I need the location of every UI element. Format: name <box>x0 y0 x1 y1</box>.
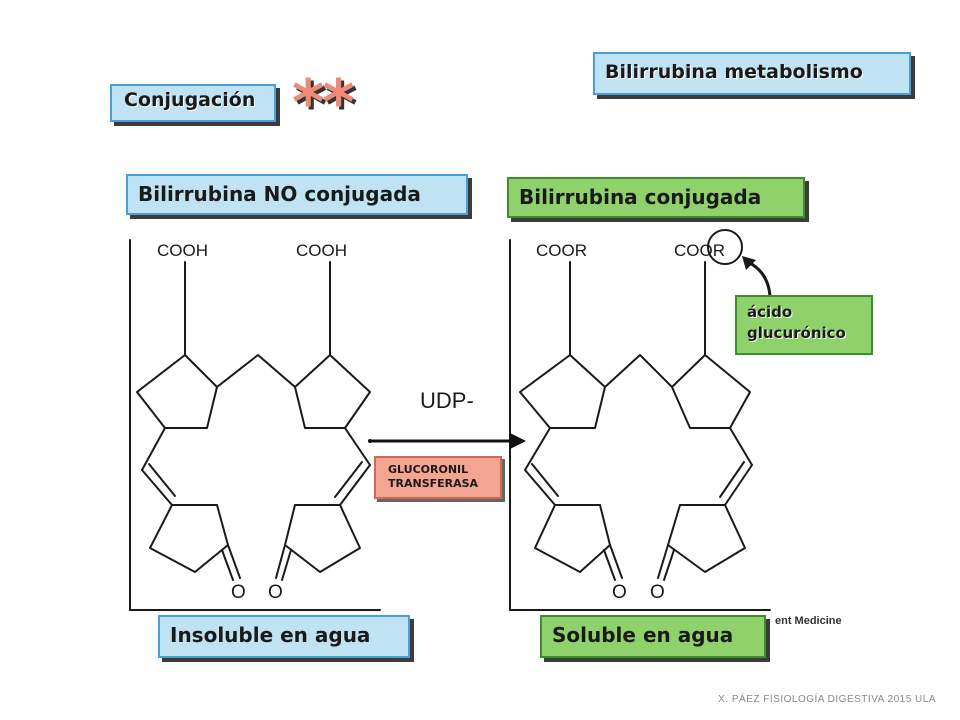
enzyme-line-1: GLUCORONIL <box>388 463 469 476</box>
topic-label: Bilirrubina metabolismo <box>593 52 911 95</box>
acid-label-line-1: ácido <box>747 303 793 321</box>
right-structure-bonds <box>509 229 772 611</box>
udp-label: UDP- <box>420 388 474 413</box>
stars-decoration: ** <box>292 66 355 139</box>
acid-label-line-2: glucurónico <box>747 324 846 342</box>
left-solubility-text: Insoluble en agua <box>170 623 371 647</box>
left-panel-title: Bilirrubina NO conjugada <box>126 174 468 215</box>
right-coor-1: COOR <box>536 241 587 260</box>
topic-label-text: Bilirrubina metabolismo <box>605 61 863 83</box>
right-solubility-label: Soluble en agua <box>540 615 766 658</box>
enzyme-label: GLUCORONIL TRANSFERASA <box>374 456 502 499</box>
right-solubility-text: Soluble en agua <box>552 623 734 647</box>
acid-label: ácido glucurónico <box>735 295 873 355</box>
left-structure-bonds <box>129 239 381 611</box>
left-solubility-label: Insoluble en agua <box>158 615 410 658</box>
left-panel-title-text: Bilirrubina NO conjugada <box>138 182 421 206</box>
left-cooh-1: COOH <box>157 241 208 260</box>
section-label: Conjugación <box>110 84 276 122</box>
section-label-text: Conjugación <box>124 89 256 111</box>
enzyme-line-2: TRANSFERASA <box>388 477 479 490</box>
footer-text: X. PÁEZ FISIOLOGÍA DIGESTIVA 2015 ULA <box>718 694 936 705</box>
right-oxygen-2: O <box>650 582 665 603</box>
right-oxygen-1: O <box>612 582 627 603</box>
right-panel-title-text: Bilirrubina conjugada <box>519 185 762 209</box>
right-panel-title: Bilirrubina conjugada <box>507 177 805 218</box>
source-credit: ent Medicine <box>775 615 842 627</box>
left-oxygen-2: O <box>268 582 283 603</box>
left-oxygen-1: O <box>231 582 246 603</box>
left-cooh-2: COOH <box>296 241 347 260</box>
right-coor-2: COOR <box>674 241 725 260</box>
reaction-arrow <box>368 433 526 449</box>
